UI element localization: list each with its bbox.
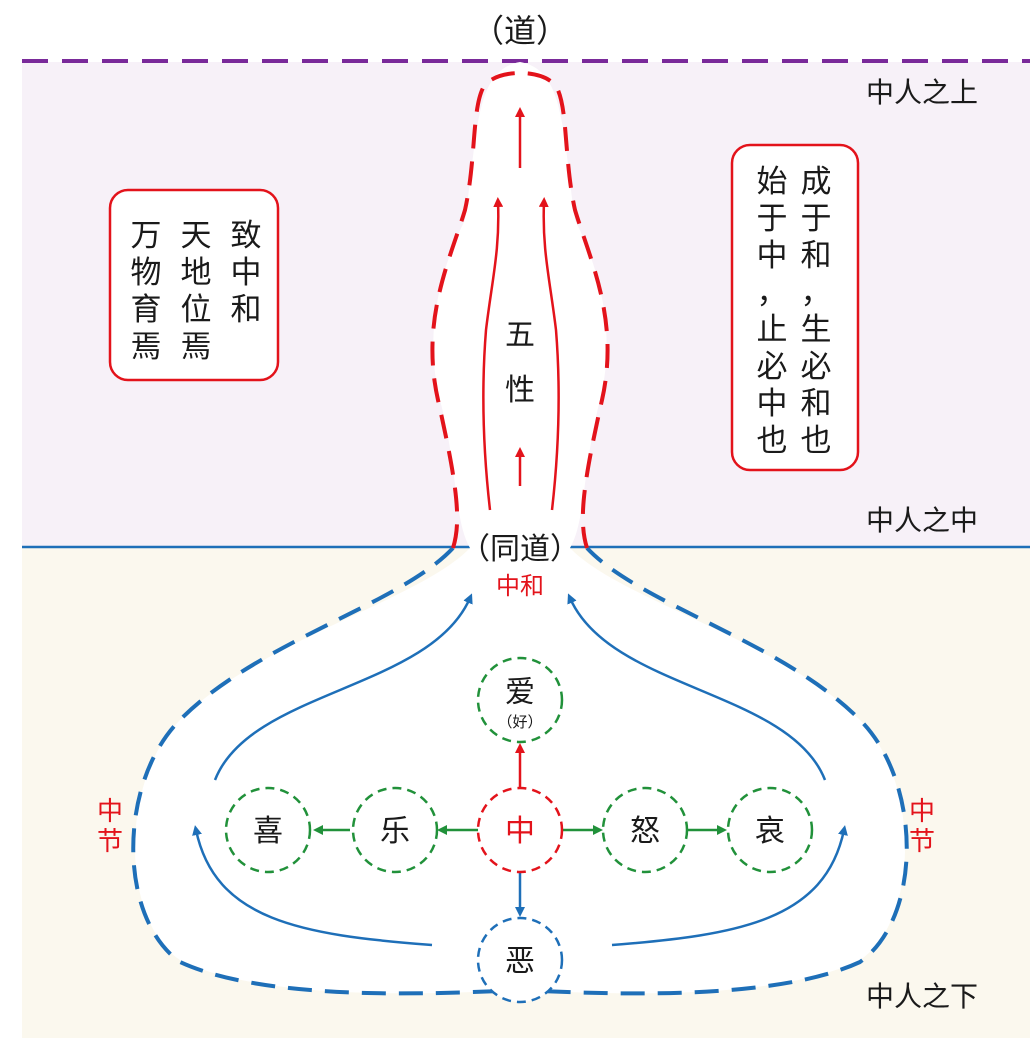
xi-label: 喜 — [253, 814, 283, 849]
right-quote-box — [730, 143, 860, 472]
left-outer-flow — [213, 593, 473, 781]
le-circle — [351, 786, 439, 874]
right-quote-column: 成于和，生必和也 — [801, 164, 832, 459]
zone-upper-label: 中人之上 — [866, 76, 978, 109]
zhong-circle — [476, 786, 564, 874]
wuxing-right-flow — [538, 197, 560, 511]
wu-label: 恶 — [505, 944, 535, 979]
left-quote-column: 致中和 — [231, 218, 262, 328]
nu-circle — [601, 786, 689, 874]
zhong-label: 中 — [505, 814, 535, 849]
dao-title: （道） — [472, 12, 568, 50]
zhongjie-left-text: 中节 — [97, 797, 123, 857]
zhongjie-left-label: 中节 — [97, 797, 123, 857]
zone-middle-label: 中人之中 — [866, 504, 978, 537]
zhongjie-right-text: 中节 — [909, 797, 935, 857]
wuxing-char-2: 性 — [505, 373, 535, 408]
right-outer-flow — [567, 593, 827, 781]
ai-label: 爱 — [505, 675, 535, 710]
ai-circle — [476, 656, 564, 744]
wu-circle — [476, 916, 564, 1004]
aii-label: 哀 — [755, 814, 785, 849]
left-quote-column: 万物育焉 — [131, 218, 162, 365]
right-quote-column: 始于中，止必中也 — [757, 164, 788, 459]
bulb-shape — [135, 62, 905, 994]
zone-lower-label: 中人之下 — [866, 980, 978, 1013]
zhongjie-right-label: 中节 — [909, 797, 935, 857]
wuxing-char-1: 五 — [505, 318, 535, 353]
ai-note: （好） — [497, 713, 542, 731]
nu-label: 怒 — [630, 814, 660, 849]
zhonghe-label: 中和 — [496, 572, 544, 600]
aii-circle — [726, 786, 814, 874]
wuxing-left-flow — [482, 197, 504, 511]
left-quote-column: 天地位焉 — [181, 218, 212, 365]
upper-bulb-outline — [430, 71, 610, 549]
tongdao-label: （同道） — [460, 532, 580, 567]
right-lower-flow — [611, 825, 848, 947]
left-lower-flow — [192, 825, 433, 947]
xi-circle — [224, 786, 312, 874]
le-label: 乐 — [380, 814, 410, 849]
left-quote-box — [108, 188, 280, 382]
